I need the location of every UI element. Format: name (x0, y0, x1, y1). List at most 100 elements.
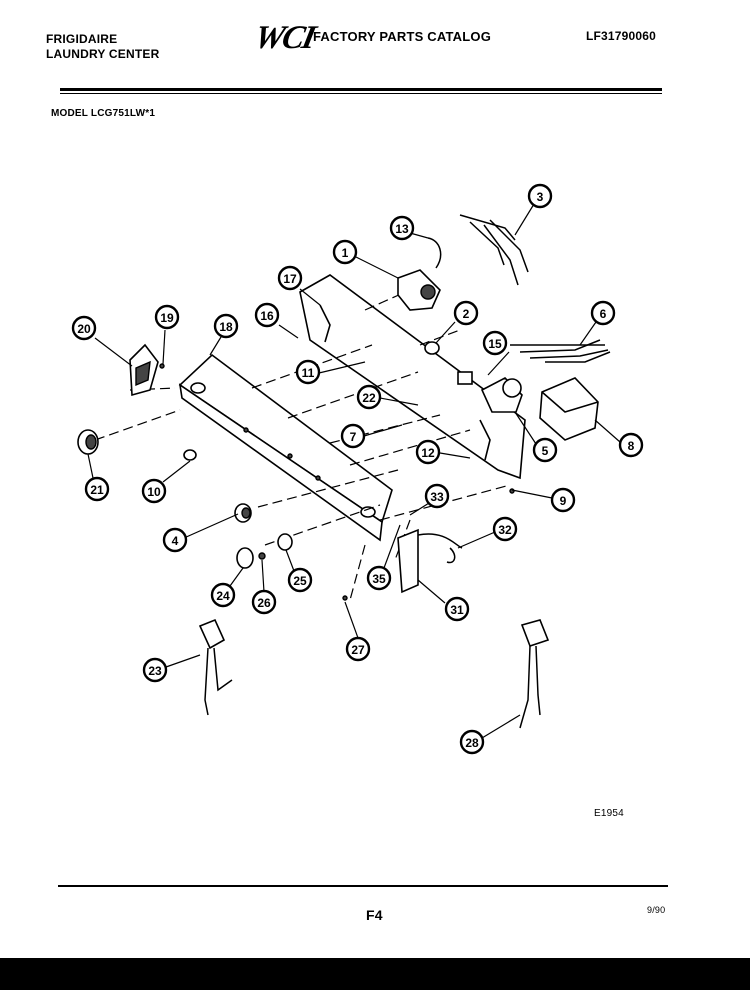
part-24-knob (236, 547, 254, 569)
callout-4: 4 (162, 527, 188, 553)
callout-7: 7 (340, 423, 366, 449)
callout-label: 4 (172, 534, 179, 548)
callout-label: 20 (77, 322, 91, 336)
callout-18: 18 (213, 313, 239, 339)
callout-27: 27 (345, 636, 371, 662)
callout-12: 12 (415, 439, 441, 465)
part-8-transformer (539, 377, 599, 441)
part-28-harness (519, 619, 550, 729)
part-31-bracket (397, 528, 463, 594)
callout-35: 35 (366, 565, 392, 591)
callout-13: 13 (389, 215, 415, 241)
callout-6: 6 (590, 300, 616, 326)
part-19-screw (159, 363, 165, 369)
callout-label: 6 (600, 307, 607, 321)
callout-10: 10 (141, 478, 167, 504)
callout-label: 10 (147, 485, 161, 499)
callout-23: 23 (142, 657, 168, 683)
callout-8: 8 (618, 432, 644, 458)
callout-32: 32 (492, 516, 518, 542)
callout-label: 13 (395, 222, 409, 236)
part-13-wire (427, 237, 442, 269)
callout-label: 31 (450, 603, 464, 617)
callout-label: 21 (90, 483, 104, 497)
callout-label: 7 (350, 430, 357, 444)
callout-label: 1 (342, 246, 349, 260)
callout-label: 22 (362, 391, 376, 405)
part-9-screw (509, 488, 515, 494)
catalog-title: FACTORY PARTS CATALOG (313, 29, 492, 44)
date-code: 9/90 (647, 905, 666, 915)
part-32-wire (446, 547, 456, 564)
callout-28: 28 (459, 729, 485, 755)
callout-25: 25 (287, 567, 313, 593)
callout-9: 9 (550, 487, 576, 513)
brand-name: FRIGIDAIRE (46, 32, 118, 46)
part-25-bezel (277, 533, 293, 551)
header-rule-thin (60, 93, 662, 94)
callout-11: 11 (295, 359, 321, 385)
callout-label: 2 (463, 307, 470, 321)
callout-1: 1 (332, 239, 358, 265)
callout-2: 2 (453, 300, 479, 326)
callout-label: 28 (465, 736, 479, 750)
part-2-bushing (424, 341, 440, 355)
part-1-timer (397, 269, 441, 311)
part-10-lens (183, 449, 197, 461)
callout-33: 33 (424, 483, 450, 509)
callout-label: 23 (148, 664, 162, 678)
callout-label: 11 (302, 366, 315, 380)
part-21-knob (77, 429, 99, 455)
header-rule (60, 88, 662, 91)
assembly-lines (94, 289, 511, 601)
callout-label: 12 (421, 446, 435, 460)
control-panel (178, 353, 393, 542)
callout-label: 33 (430, 490, 444, 504)
part-15-switch (457, 371, 473, 385)
callout-label: 9 (560, 494, 567, 508)
part-23-harness (198, 618, 233, 716)
page-number: F4 (366, 907, 383, 923)
callout-label: 5 (542, 444, 549, 458)
callout-label: 3 (537, 190, 544, 204)
footer-rule (58, 885, 668, 887)
callout-label: 17 (283, 272, 297, 286)
brand-block: FRIGIDAIRE LAUNDRY CENTER (46, 32, 159, 62)
part-26-clip (258, 552, 266, 560)
part-20-bracket (129, 343, 159, 397)
callout-label: 16 (260, 309, 274, 323)
part-6-wires (510, 339, 611, 363)
callout-21: 21 (84, 476, 110, 502)
callout-label: 32 (498, 523, 512, 537)
callout-label: 19 (160, 311, 174, 325)
callout-24: 24 (210, 582, 236, 608)
scan-edge (0, 958, 750, 990)
callout-label: 35 (372, 572, 386, 586)
callout-label: 15 (488, 337, 502, 351)
callout-16: 16 (254, 302, 280, 328)
callout-3: 3 (527, 183, 553, 209)
callout-label: 26 (257, 596, 271, 610)
part-27-screw (342, 595, 348, 601)
callout-19: 19 (154, 304, 180, 330)
callout-20: 20 (71, 315, 97, 341)
product-line: LAUNDRY CENTER (46, 47, 160, 61)
catalog-number: LF31790060 (586, 29, 657, 43)
callout-17: 17 (277, 265, 303, 291)
callout-15: 15 (482, 330, 508, 356)
callout-label: 24 (216, 589, 230, 603)
model-number: MODEL LCG751LW*1 (51, 108, 156, 119)
callout-label: 25 (293, 574, 307, 588)
part-4-knob (234, 503, 252, 523)
callout-label: 8 (628, 439, 635, 453)
callout-31: 31 (444, 596, 470, 622)
part-5-motor (480, 377, 523, 413)
callout-label: 27 (351, 643, 365, 657)
callout-22: 22 (356, 384, 382, 410)
callout-5: 5 (532, 437, 558, 463)
part-3-harness (459, 214, 529, 286)
callout-26: 26 (251, 589, 277, 615)
rear-bracket (299, 274, 526, 480)
drawing-code: E1954 (594, 808, 624, 819)
